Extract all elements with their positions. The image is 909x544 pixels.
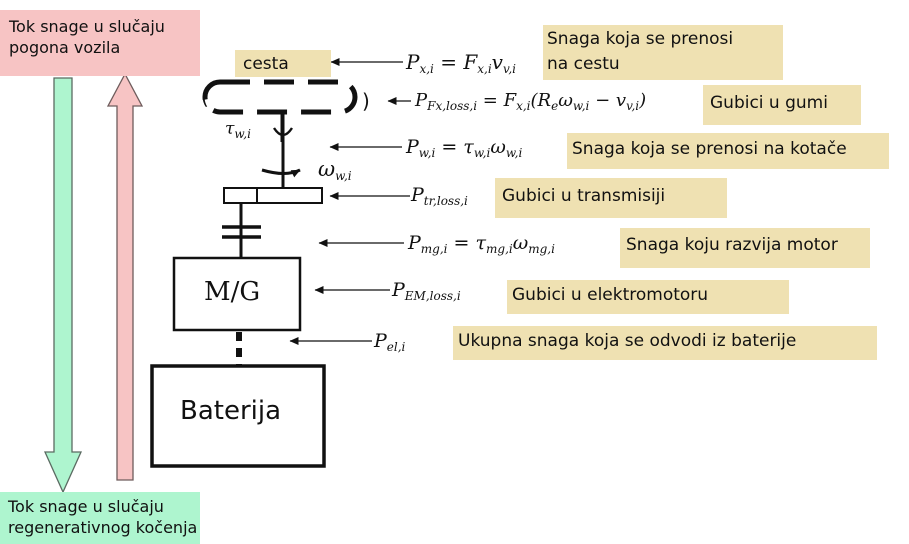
tire-loss-annotation: Gubici u gumi	[703, 85, 861, 125]
battery-box	[150, 364, 326, 468]
drive-flow-arrow	[106, 72, 144, 481]
transmission-loss-annotation: Gubici u transmisiji	[495, 178, 727, 218]
motor-power-equation: Pmg,i = τmg,iωmg,i	[408, 232, 555, 256]
motor-generator-label: M/G	[204, 277, 261, 307]
motor-generator-box	[172, 256, 302, 332]
wheel-power-annotation: Snaga koja se prenosi na kotače	[567, 133, 889, 169]
road-label: cesta	[235, 50, 331, 77]
battery-label: Baterija	[180, 396, 282, 426]
regen-flow-note: Tok snage u slučaju regenerativnog kočen…	[0, 492, 200, 544]
regen-flow-note-line2: regenerativnog kočenja	[8, 518, 198, 537]
drive-flow-note: Tok snage u slučaju pogona vozila	[0, 10, 200, 76]
tire-right-bracket: )	[362, 89, 370, 113]
tire-outline	[202, 79, 358, 115]
transmission-block	[223, 187, 323, 204]
omega-rotation-arrow	[261, 168, 301, 178]
tire-loss-equation: PFx,loss,i = Fx,i(Reωw,i − vv,i)	[415, 90, 647, 113]
battery-power-symbol: Pel,i	[374, 330, 406, 354]
road-power-equation: Px,i = Fx,ivv,i	[406, 50, 516, 76]
road-power-annotation: Snaga koja se prenosi na cestu	[543, 25, 783, 80]
road-power-annotation-line2: na cestu	[547, 54, 620, 74]
wheel-torque-symbol: τw,i	[225, 119, 251, 141]
drive-flow-note-line1: Tok snage u slučaju	[9, 17, 165, 36]
road-power-annotation-line1: Snaga koja se prenosi	[547, 29, 734, 49]
regen-flow-arrow	[43, 77, 83, 494]
drive-flow-note-line2: pogona vozila	[9, 38, 121, 57]
em-loss-annotation: Gubici u elektromotoru	[507, 280, 789, 314]
tire-left-bracket: (	[201, 85, 209, 109]
em-loss-symbol: PEM,loss,i	[392, 279, 461, 303]
torque-arrow	[272, 127, 294, 137]
motor-power-annotation: Snaga koju razvija motor	[620, 228, 870, 268]
regen-flow-note-line1: Tok snage u slučaju	[8, 497, 164, 516]
wheel-speed-symbol: ωw,i	[318, 157, 352, 183]
battery-power-annotation: Ukupna snaga koja se odvodi iz baterije	[453, 326, 877, 360]
transmission-loss-symbol: Ptr,loss,i	[411, 184, 468, 208]
wheel-power-equation: Pw,i = τw,iωw,i	[406, 136, 523, 160]
